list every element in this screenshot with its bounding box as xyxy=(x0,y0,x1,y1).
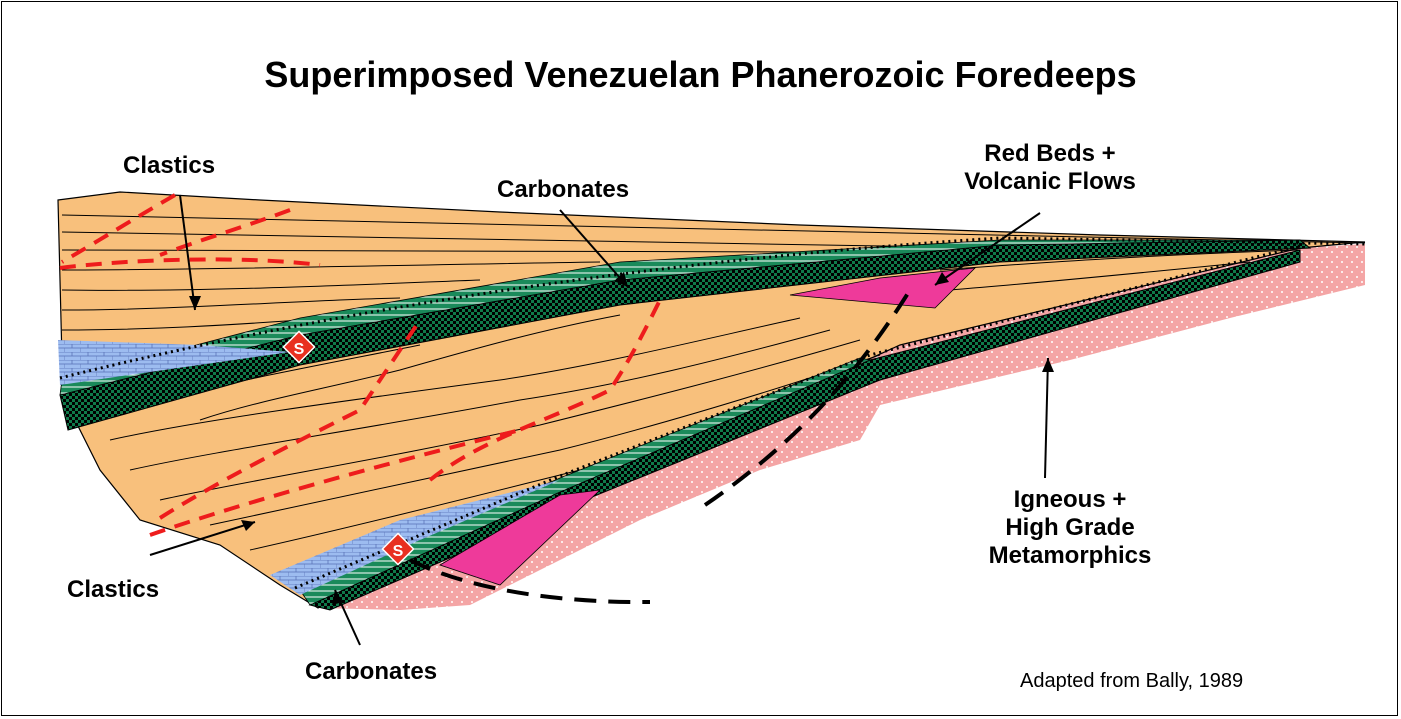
label-red-beds: Red Beds + Volcanic Flows xyxy=(900,140,1200,196)
label-carbonates-top: Carbonates xyxy=(497,176,629,204)
label-clastics-bottom: Clastics xyxy=(67,576,159,604)
svg-text:S: S xyxy=(393,543,404,560)
svg-text:S: S xyxy=(294,341,305,358)
igneous-line1: Igneous + xyxy=(920,486,1220,514)
source-credit: Adapted from Bally, 1989 xyxy=(1020,670,1243,693)
label-clastics-top: Clastics xyxy=(123,152,215,180)
red-beds-line1: Red Beds + xyxy=(900,140,1200,168)
igneous-line2: High Grade xyxy=(920,514,1220,542)
igneous-line3: Metamorphics xyxy=(920,542,1220,570)
label-igneous: Igneous + High Grade Metamorphics xyxy=(920,486,1220,570)
red-beds-line2: Volcanic Flows xyxy=(900,168,1200,196)
label-carbonates-bottom: Carbonates xyxy=(305,658,437,686)
